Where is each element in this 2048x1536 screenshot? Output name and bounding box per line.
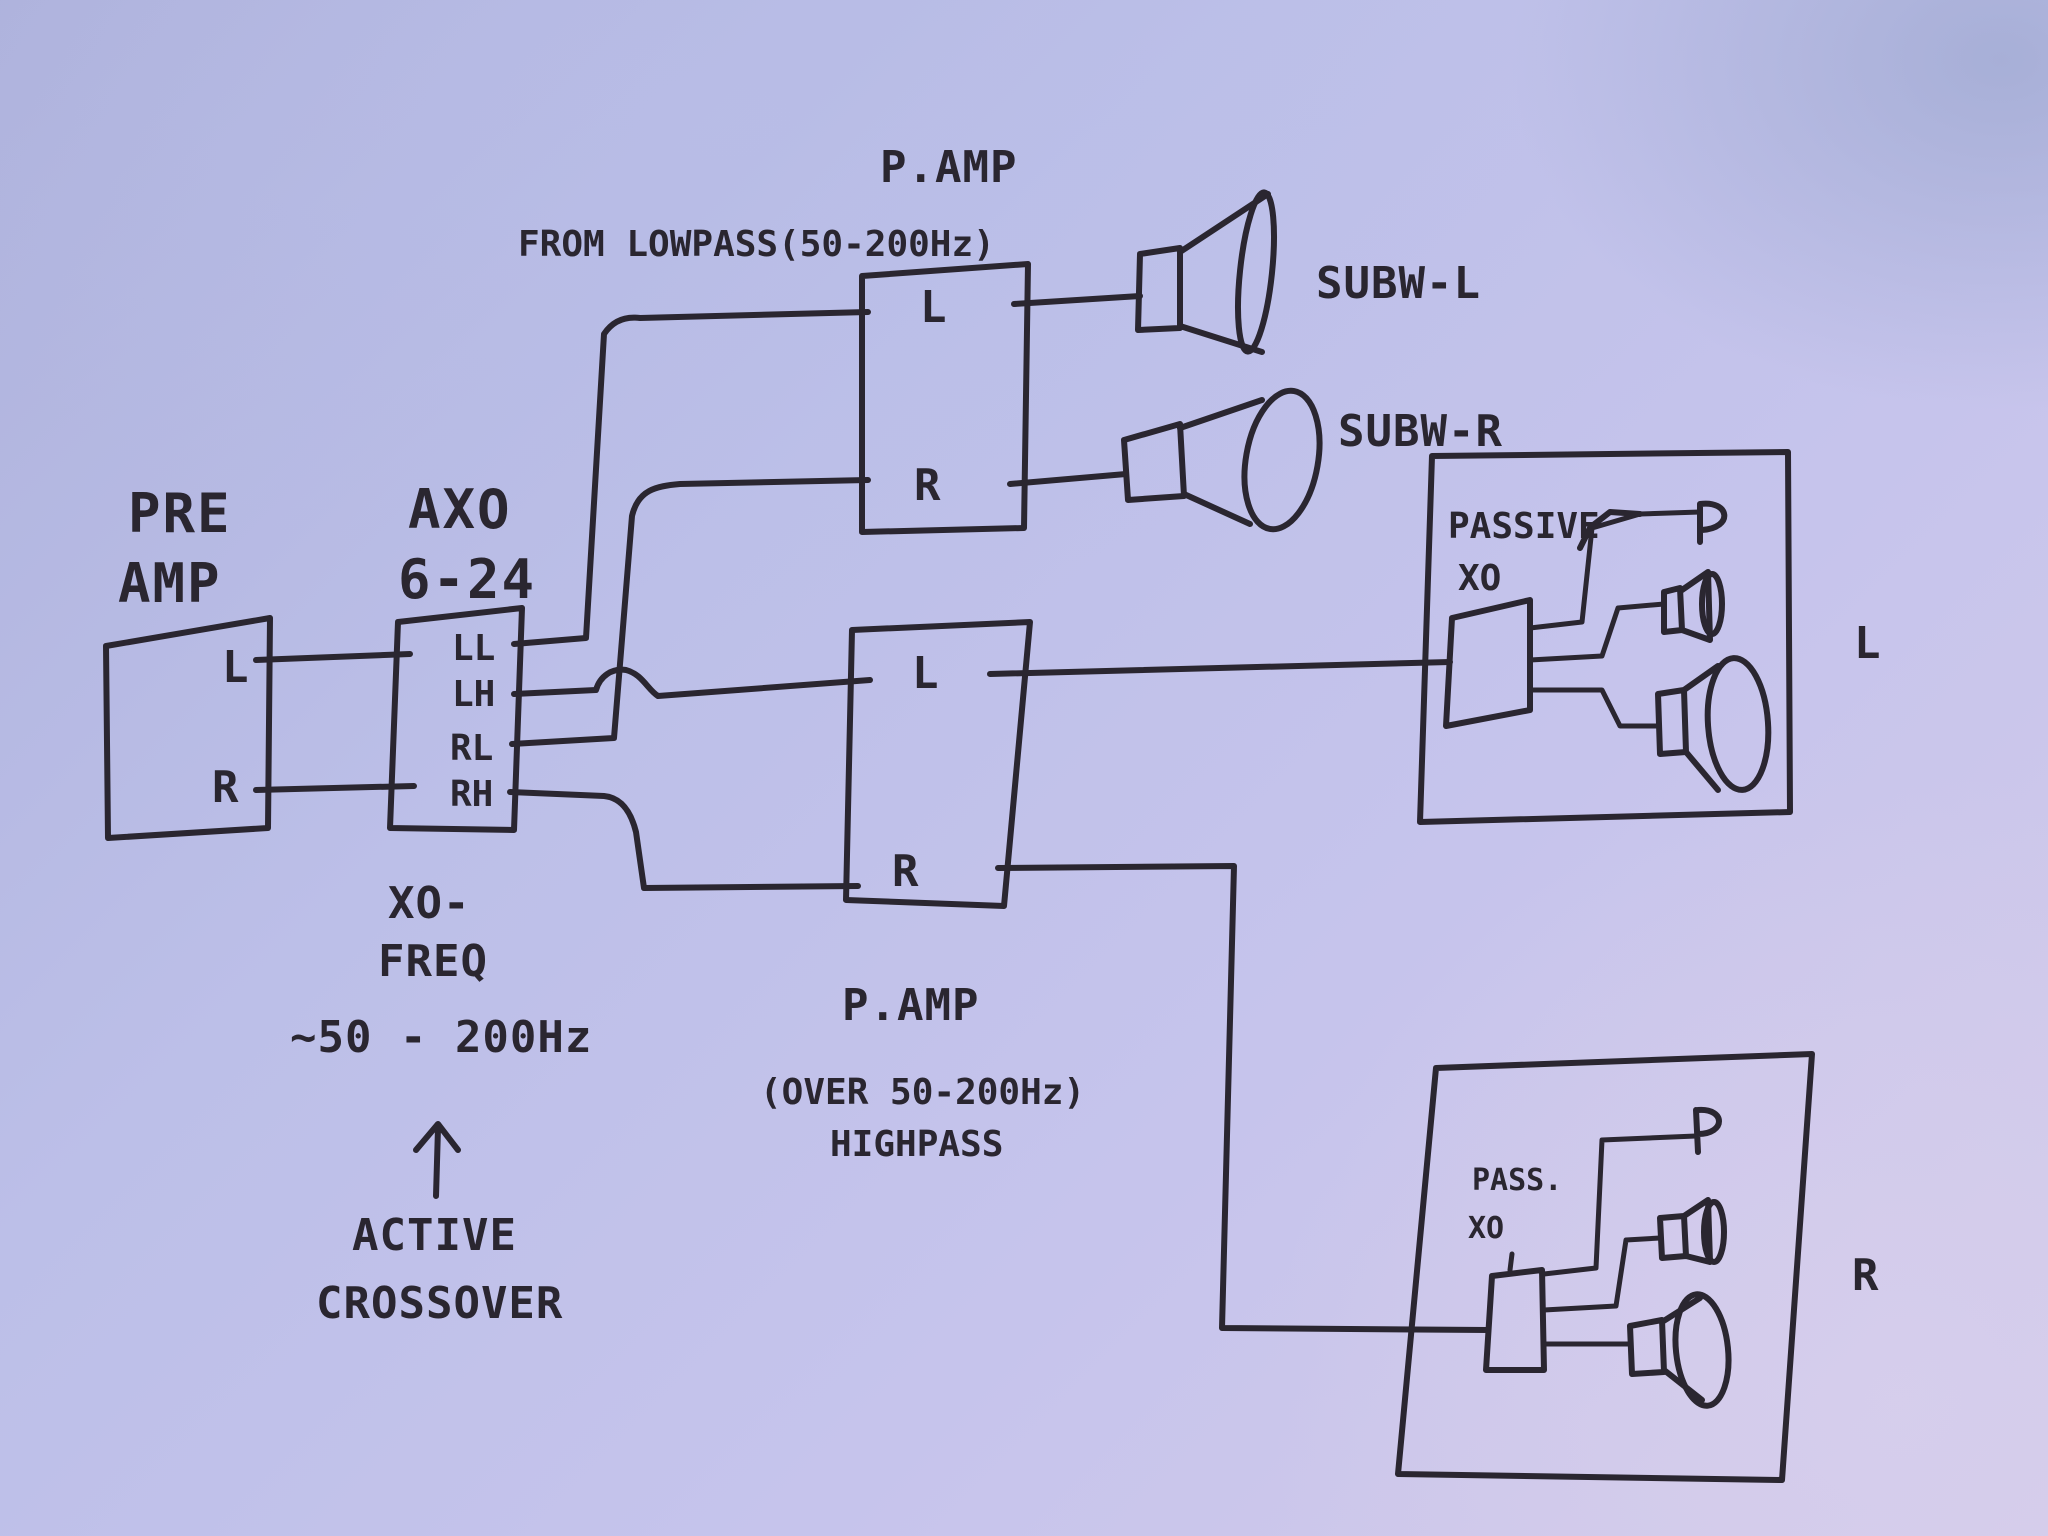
- speaker-left-cabinet: [1417, 449, 1793, 825]
- speaker-right-xo-line2: XO: [1468, 1211, 1504, 1246]
- speaker-right-side-label: R: [1852, 1250, 1880, 1301]
- speaker-left-xo-line2: XO: [1458, 558, 1501, 599]
- wire-preamp-l-to-axo: [253, 651, 413, 663]
- up-arrow-icon: [413, 1121, 461, 1199]
- wire-xo-to-mid-right: [1541, 1235, 1663, 1313]
- speaker-cabinet-right: PASS. XO R: [1395, 1051, 1880, 1483]
- subwoofer-left-magnet: [1135, 245, 1183, 333]
- midrange-icon: [1661, 569, 1713, 643]
- midrange-icon: [1657, 1197, 1713, 1265]
- speaker-left-xo-line1: PASSIVE: [1448, 506, 1600, 547]
- power-amp-lowpass-block: P.AMP FROM LOWPASS(50-200Hz) L R: [518, 142, 1031, 535]
- power-amp-high-note-line2: HIGHPASS: [830, 1124, 1003, 1165]
- woofer-icon: [1627, 1295, 1705, 1403]
- speaker-cone-icon: [1241, 387, 1323, 533]
- subwoofer-left-label: SUBW-L: [1316, 258, 1481, 309]
- axo-port-ll: LL: [452, 628, 495, 669]
- wire-xo-to-tweeter-right: [1507, 1133, 1699, 1277]
- active-crossover-line1: ACTIVE: [352, 1210, 517, 1261]
- wire-xo-to-woofer-left: [1527, 687, 1661, 729]
- woofer-icon: [1655, 663, 1721, 793]
- power-amp-high-port-l: L: [912, 648, 940, 699]
- power-amp-highpass-block: L R P.AMP (OVER 50-200Hz) HIGHPASS: [760, 619, 1085, 1165]
- preamp-port-r: R: [212, 762, 240, 813]
- wire-highamp-l-to-speaker-left: [987, 659, 1453, 677]
- axo-title-line1: AXO: [408, 478, 512, 541]
- preamp-block: PRE AMP L R: [103, 482, 273, 841]
- xo-freq-line1: XO-: [388, 878, 470, 929]
- speaker-cone-icon: [1704, 655, 1772, 793]
- subwoofer-left: SUBW-L: [1135, 189, 1481, 355]
- passive-xo-box-left: [1443, 597, 1533, 729]
- subwoofer-right: SUBW-R: [1121, 387, 1503, 533]
- wire-axo-rl-to-lowamp-r: [509, 477, 871, 747]
- wire-axo-rh-to-highamp-r: [507, 789, 861, 891]
- axo-title-line2: 6-24: [398, 548, 536, 611]
- speaker-cone-icon: [1699, 571, 1725, 637]
- axo-crossover-block: AXO 6-24 LL LH RL RH: [387, 478, 536, 833]
- power-amp-high-box: [843, 619, 1033, 909]
- axo-port-lh: LH: [452, 674, 495, 715]
- speaker-left-side-label: L: [1854, 618, 1882, 669]
- axo-port-rl: RL: [450, 728, 493, 769]
- active-crossover-line2: CROSSOVER: [316, 1278, 563, 1329]
- preamp-port-l: L: [222, 642, 250, 693]
- xo-freq-line2: FREQ: [378, 936, 488, 987]
- wire-highamp-r-to-speaker-right: [995, 863, 1491, 1333]
- power-amp-high-title: P.AMP: [842, 980, 979, 1031]
- subwoofer-right-magnet: [1121, 421, 1187, 503]
- wire-axo-ll-to-lowamp-l: [511, 309, 871, 647]
- power-amp-high-port-r: R: [892, 846, 920, 897]
- tweeter-icon: [1577, 500, 1728, 551]
- subwoofer-left-cone: [1177, 191, 1271, 355]
- wire-axo-lh-to-highamp-l: [511, 666, 873, 699]
- power-amp-low-note: FROM LOWPASS(50-200Hz): [518, 224, 995, 265]
- wire-preamp-r-to-axo: [253, 783, 417, 793]
- wire-lowamp-r-to-subwoofer-r: [1007, 471, 1129, 487]
- power-amp-low-box: [859, 261, 1031, 535]
- tweeter-icon: [1693, 1106, 1722, 1155]
- power-amp-high-note-line1: (OVER 50-200Hz): [760, 1072, 1085, 1113]
- xo-freq-line3: ~50 - 200Hz: [290, 1012, 592, 1063]
- power-amp-low-title: P.AMP: [880, 142, 1017, 193]
- speaker-cone-icon: [1701, 1199, 1727, 1265]
- power-amp-low-port-r: R: [914, 460, 942, 511]
- active-crossover-note: ACTIVE CROSSOVER: [316, 1121, 563, 1329]
- axo-port-rh: RH: [450, 774, 493, 815]
- wire-xo-to-tweeter-left: [1527, 509, 1703, 631]
- axo-box: [387, 605, 525, 833]
- passive-xo-box-right: [1483, 1267, 1547, 1373]
- speaker-cone-icon: [1235, 189, 1277, 355]
- speaker-cone-icon: [1672, 1291, 1732, 1409]
- subwoofer-right-cone: [1177, 397, 1265, 527]
- speaker-cabinet-left: PASSIVE XO L: [1417, 449, 1882, 825]
- speaker-right-cabinet: [1395, 1051, 1815, 1483]
- xo-frequency-note: XO- FREQ ~50 - 200Hz: [290, 878, 592, 1063]
- preamp-box: [103, 615, 273, 841]
- preamp-title-line1: PRE: [128, 482, 232, 545]
- power-amp-low-port-l: L: [920, 282, 948, 333]
- wire-xo-to-mid-left: [1527, 601, 1667, 663]
- wire-lowamp-l-to-subwoofer-l: [1011, 293, 1143, 307]
- speaker-right-xo-line1: PASS.: [1472, 1163, 1562, 1198]
- preamp-title-line2: AMP: [118, 552, 222, 615]
- wires: [253, 293, 1491, 1333]
- subwoofer-right-label: SUBW-R: [1338, 406, 1503, 457]
